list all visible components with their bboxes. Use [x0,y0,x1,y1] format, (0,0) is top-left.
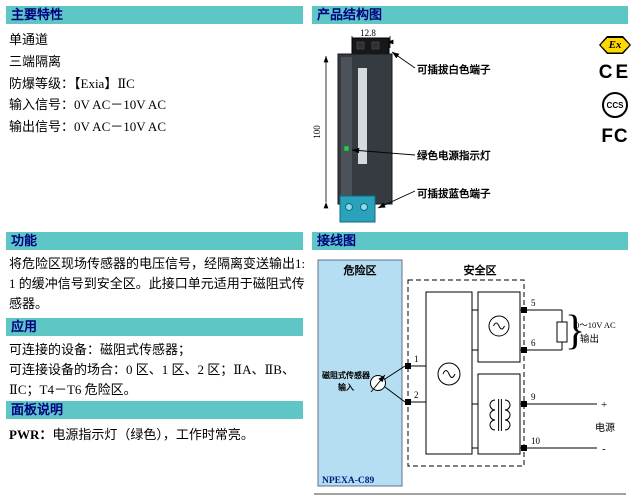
transformer-symbol [489,399,511,431]
sine-wave [493,322,505,330]
terminal-screw [356,41,365,50]
ac-symbol [437,362,461,386]
transformer-coil [504,399,511,431]
terminal-2 [405,399,411,405]
output-brace: } [565,308,585,354]
certification-column: Ex CE CCS FC [598,36,632,148]
module-illustration [337,37,393,223]
terminal-1 [405,363,411,369]
section-header-structure: 产品结构图 [312,6,628,24]
power-led [343,145,350,152]
module-bottom-terminal [339,195,376,223]
ex-cert-icon: Ex [599,36,631,54]
sensor-label-line2: 输入 [338,382,354,392]
output-label-line1: 0～10V AC [575,320,616,330]
feature-list: 单通道 三端隔离 防爆等级：【Exia】ⅡC 输入信号：0V AC－10V AC… [9,29,305,138]
section-header-features: 主要特性 [6,6,303,24]
section-header-panel: 面板说明 [6,401,303,419]
wiring-diagram: 危险区 安全区 1 2 磁阻 [314,259,626,495]
feature-item: 输入信号：0V AC－10V AC [9,97,166,113]
terminal-1-number: 1 [414,354,419,364]
terminal-screw [360,203,368,211]
ce-cert-icon: CE [598,62,632,83]
callout-arrow-bottom [377,190,416,209]
section-header-function: 功能 [6,232,303,250]
ccs-cert-icon: CCS [602,92,628,118]
function-description: 将危险区现场传感器的电压信号，经隔离变送输出1: 1 的缓冲信号到安全区。此接口… [9,256,306,311]
safe-zone-label: 安全区 [464,263,497,277]
callout-top-label: 可插拔白色端子 [417,63,491,76]
feature-item: 三端隔离 [9,53,62,69]
ex-cert-label: Ex [600,37,630,53]
sine-wave [442,370,456,378]
fcc-cert-icon: FC [601,126,629,147]
panel-led-text: 电源指示灯（绿色），工作时常亮。 [52,427,254,442]
terminal-10 [521,445,527,451]
terminal-6 [521,347,527,353]
terminal-10-number: 10 [531,436,541,446]
feature-item: 防爆等级：【Exia】ⅡC [9,75,135,91]
callout-arrow-top [391,51,416,69]
module-label-strip [358,68,367,164]
dimension-width-label: 12.8 [360,28,376,38]
module-side-stripe [341,57,352,201]
dimension-height-label: 100 [312,125,322,139]
panel-description: PWR：电源指示灯（绿色），工作时常亮。 [9,424,307,443]
application-line-2: 可连接设备的场合：0 区、1 区、2 区；ⅡA、ⅡB、ⅡC；T4－T6 危险区。 [9,362,295,397]
product-structure-figure: 12.8 100 可插拔白色端子 绿色电源指示灯 可插拔蓝色端子 [312,28,491,223]
output-label-line2: 输出 [580,333,599,345]
section-header-wiring: 接线图 [312,232,628,250]
ac-symbol [488,315,510,337]
feature-item: 输出信号：0V AC－10V AC [9,119,166,135]
terminal-2-number: 2 [414,390,419,400]
hazard-zone-label: 危险区 [343,263,377,277]
terminal-9 [521,401,527,407]
feature-item: 单通道 [9,32,49,47]
polarity-plus: + [601,399,607,411]
transformer-coil [489,399,496,431]
callout-bottom-label: 可插拔蓝色端子 [417,187,491,200]
section-header-application: 应用 [6,318,303,336]
power-label: 电源 [595,421,615,434]
callout-mid-label: 绿色电源指示灯 [417,149,491,162]
polarity-minus: - [602,443,606,455]
callout-arrow-mid [351,147,416,156]
terminal-screw [345,203,353,211]
application-line-1: 可连接的设备：磁阻式传感器； [9,342,192,357]
sensor-arrow [370,374,386,393]
terminal-5-number: 5 [531,298,536,308]
model-number: NPEXA-C89 [322,476,374,486]
terminal-9-number: 9 [531,392,536,402]
sensor-wire [384,386,406,403]
terminal-screw [371,41,380,50]
terminal-5 [521,307,527,313]
panel-led-label: PWR： [9,427,53,442]
sensor-wire [384,365,406,380]
hazard-zone-box [317,259,403,487]
terminal-6-number: 6 [531,338,536,348]
sensor-label-line1: 磁阻式传感器 [322,370,371,380]
